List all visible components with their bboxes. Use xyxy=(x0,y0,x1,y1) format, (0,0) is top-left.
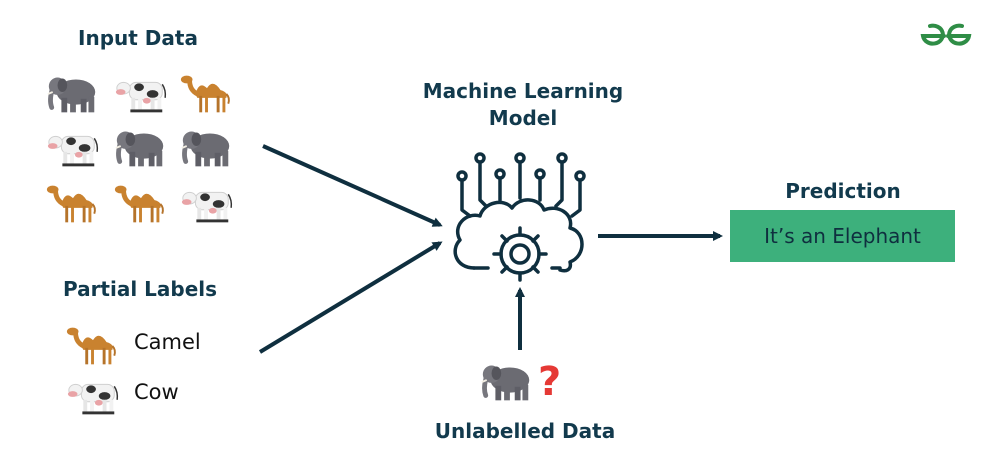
ml-model-heading-line2: Model xyxy=(488,106,558,130)
label-text-cow: Cow xyxy=(134,380,179,404)
arrow-labels-to-model xyxy=(258,241,443,354)
cow-icon xyxy=(64,372,122,422)
arrow-input-to-model xyxy=(262,144,443,227)
ml-model-heading-line1: Machine Learning xyxy=(422,79,624,103)
cow-icon xyxy=(44,124,102,174)
input-data-heading: Input Data xyxy=(78,26,198,50)
camel-icon xyxy=(112,180,170,230)
prediction-text: It’s an Elephant xyxy=(764,224,921,248)
camel-icon xyxy=(178,70,236,120)
gfg-logo-icon xyxy=(920,23,972,46)
partial-labels-heading: Partial Labels xyxy=(62,277,218,301)
elephant-icon xyxy=(112,124,170,174)
cow-icon xyxy=(112,70,170,120)
unlabelled-elephant xyxy=(478,358,536,408)
ml-model-heading: Machine Learning Model xyxy=(398,78,648,132)
elephant-icon xyxy=(44,70,102,120)
unlabelled-data-heading: Unlabelled Data xyxy=(434,419,616,443)
cow-icon xyxy=(178,180,236,230)
prediction-heading: Prediction xyxy=(785,179,901,203)
camel-icon xyxy=(64,322,122,372)
prediction-box: It’s an Elephant xyxy=(730,210,955,262)
label-text-camel: Camel xyxy=(134,330,201,354)
camel-icon xyxy=(44,180,102,230)
elephant-icon xyxy=(178,124,236,174)
brain-gear-circuit-icon xyxy=(453,152,586,282)
question-mark-icon: ? xyxy=(538,359,561,405)
